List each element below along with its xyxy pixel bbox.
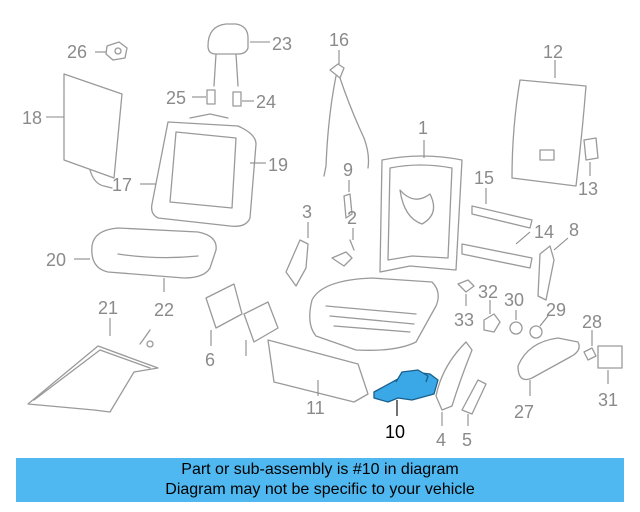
label-6: 6 xyxy=(205,350,215,370)
label-8: 8 xyxy=(569,220,579,240)
part-29-knob xyxy=(529,315,549,339)
part-1-seat-frame xyxy=(309,140,463,351)
banner-line-2: Diagram may not be specific to your vehi… xyxy=(165,481,475,498)
label-21: 21 xyxy=(98,298,118,318)
label-32: 32 xyxy=(478,282,498,302)
label-18: 18 xyxy=(22,108,42,128)
part-18-back-panel xyxy=(46,73,123,189)
label-29: 29 xyxy=(546,300,566,320)
label-19: 19 xyxy=(268,155,288,175)
label-14: 14 xyxy=(534,222,554,242)
part-26-clip xyxy=(95,41,128,61)
part-12-backrest-board xyxy=(511,60,587,187)
part-16-cable xyxy=(323,50,370,177)
part-27-armrest xyxy=(517,337,580,396)
part-19-seatback-frame xyxy=(140,113,266,227)
part-30-knob xyxy=(509,310,523,335)
label-23: 23 xyxy=(272,34,292,54)
label-27: 27 xyxy=(514,402,534,422)
label-20: 20 xyxy=(46,250,66,270)
part-5-cover xyxy=(461,379,487,426)
label-1: 1 xyxy=(418,118,428,138)
part-23-headrest xyxy=(207,23,270,87)
label-5: 5 xyxy=(462,430,472,450)
label-25: 25 xyxy=(166,88,186,108)
part-15-rail xyxy=(471,188,533,229)
part-31-end-cap xyxy=(597,345,623,384)
part-14-rail xyxy=(461,231,533,269)
info-banner: Part or sub-assembly is #10 in diagram D… xyxy=(16,458,624,502)
label-4: 4 xyxy=(436,430,446,450)
label-24: 24 xyxy=(256,92,276,112)
banner-line-1: Part or sub-assembly is #10 in diagram xyxy=(181,461,459,478)
part-10-highlighted-bracket xyxy=(373,369,439,416)
label-28: 28 xyxy=(582,312,602,332)
label-15: 15 xyxy=(474,168,494,188)
part-6-panel xyxy=(205,283,243,346)
part-2-link xyxy=(331,228,355,267)
part-25-guide xyxy=(192,89,216,105)
label-26: 26 xyxy=(67,42,87,62)
part-24-guide xyxy=(232,91,254,107)
part-20-cushion xyxy=(74,227,217,292)
part-13-clip xyxy=(583,137,599,176)
label-11: 11 xyxy=(306,398,325,418)
part-33-knob xyxy=(457,279,475,306)
label-33: 33 xyxy=(454,310,474,330)
label-13: 13 xyxy=(578,179,598,199)
part-8-bracket xyxy=(537,237,569,301)
part-4-cover xyxy=(435,341,473,426)
label-22: 22 xyxy=(154,300,174,320)
label-2: 2 xyxy=(347,208,357,228)
part-28-cap xyxy=(583,330,597,361)
label-10: 10 xyxy=(385,422,405,442)
label-31: 31 xyxy=(598,390,618,410)
part-9-bracket xyxy=(343,180,353,219)
part-21-floor-mat xyxy=(27,318,159,413)
label-3: 3 xyxy=(302,202,312,222)
label-12: 12 xyxy=(543,42,563,62)
part-3-side-cover xyxy=(285,222,309,287)
part-bracket-left xyxy=(243,301,279,356)
part-32-latch xyxy=(483,300,501,333)
label-17: 17 xyxy=(112,175,132,195)
label-30: 30 xyxy=(504,290,524,310)
part-11-tray xyxy=(267,339,369,403)
label-9: 9 xyxy=(343,160,353,180)
label-16: 16 xyxy=(329,30,349,50)
